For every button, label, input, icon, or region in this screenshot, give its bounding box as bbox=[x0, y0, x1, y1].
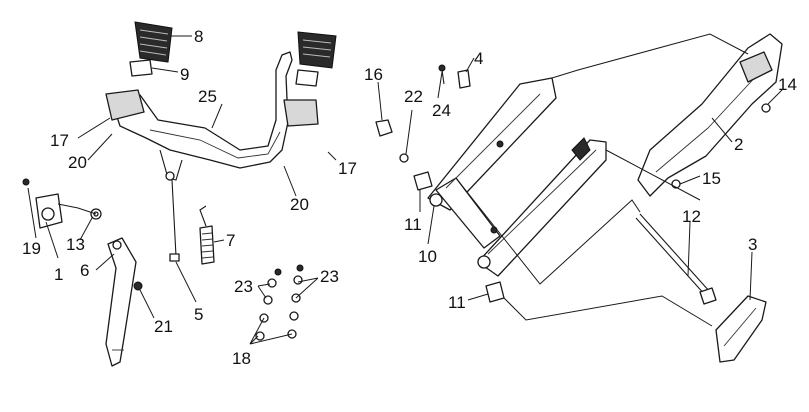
kickstand bbox=[105, 237, 137, 367]
rear-axle bbox=[635, 213, 717, 305]
right-leader-lines bbox=[377, 57, 783, 301]
chain-slider bbox=[715, 295, 767, 363]
bushing-11-upper bbox=[413, 171, 433, 191]
label-9: 9 bbox=[180, 65, 189, 84]
callout-labels: 8 9 25 17 20 17 20 19 13 1 6 21 7 5 23 2… bbox=[22, 27, 797, 368]
pivot-nut-16 bbox=[375, 119, 393, 137]
label-5: 5 bbox=[194, 305, 203, 324]
label-18: 18 bbox=[232, 349, 251, 368]
label-21: 21 bbox=[154, 317, 173, 336]
label-3: 3 bbox=[748, 235, 757, 254]
left-footrest-pad bbox=[134, 21, 173, 63]
left-leader-lines bbox=[27, 35, 337, 345]
label-6: 6 bbox=[80, 261, 89, 280]
label-23: 23 bbox=[234, 277, 253, 296]
stand-bracket bbox=[22, 178, 63, 229]
right-footrest-pad bbox=[297, 31, 337, 69]
label-13: 13 bbox=[66, 235, 85, 254]
label-22: 22 bbox=[404, 87, 423, 106]
label-2: 2 bbox=[734, 135, 743, 154]
label-19: 19 bbox=[22, 239, 41, 258]
stand-spring bbox=[199, 205, 215, 265]
assembly-leader-lines bbox=[455, 33, 749, 327]
label-15: 15 bbox=[702, 169, 721, 188]
label-20: 20 bbox=[68, 153, 87, 172]
swing-arm bbox=[427, 77, 607, 277]
label-25: 25 bbox=[198, 87, 217, 106]
label-10: 10 bbox=[418, 247, 437, 266]
bushing-11-lower bbox=[485, 281, 505, 303]
label-1: 1 bbox=[54, 265, 63, 284]
label-17: 17 bbox=[338, 159, 357, 178]
washer-22 bbox=[399, 153, 409, 163]
right-footrest-clip bbox=[295, 69, 319, 87]
bolt-set-18 bbox=[255, 264, 304, 341]
label-7: 7 bbox=[226, 231, 235, 250]
label-24: 24 bbox=[432, 101, 451, 120]
label-16: 16 bbox=[364, 65, 383, 84]
label-8: 8 bbox=[194, 27, 203, 46]
label-20: 20 bbox=[290, 195, 309, 214]
screw-14 bbox=[761, 103, 771, 113]
label-14: 14 bbox=[778, 75, 797, 94]
pivot-bolt bbox=[169, 179, 180, 262]
left-footrest-clip bbox=[129, 59, 153, 77]
label-17: 17 bbox=[50, 131, 69, 150]
label-23: 23 bbox=[320, 267, 339, 286]
label-4: 4 bbox=[474, 49, 483, 68]
label-11: 11 bbox=[404, 215, 422, 234]
bracket-4 bbox=[457, 69, 471, 89]
label-12: 12 bbox=[682, 207, 701, 226]
rear-footrest-frame bbox=[105, 51, 319, 181]
spring-pin-21 bbox=[133, 281, 143, 291]
bolt-24 bbox=[438, 64, 446, 85]
label-11: 11 bbox=[448, 293, 466, 312]
